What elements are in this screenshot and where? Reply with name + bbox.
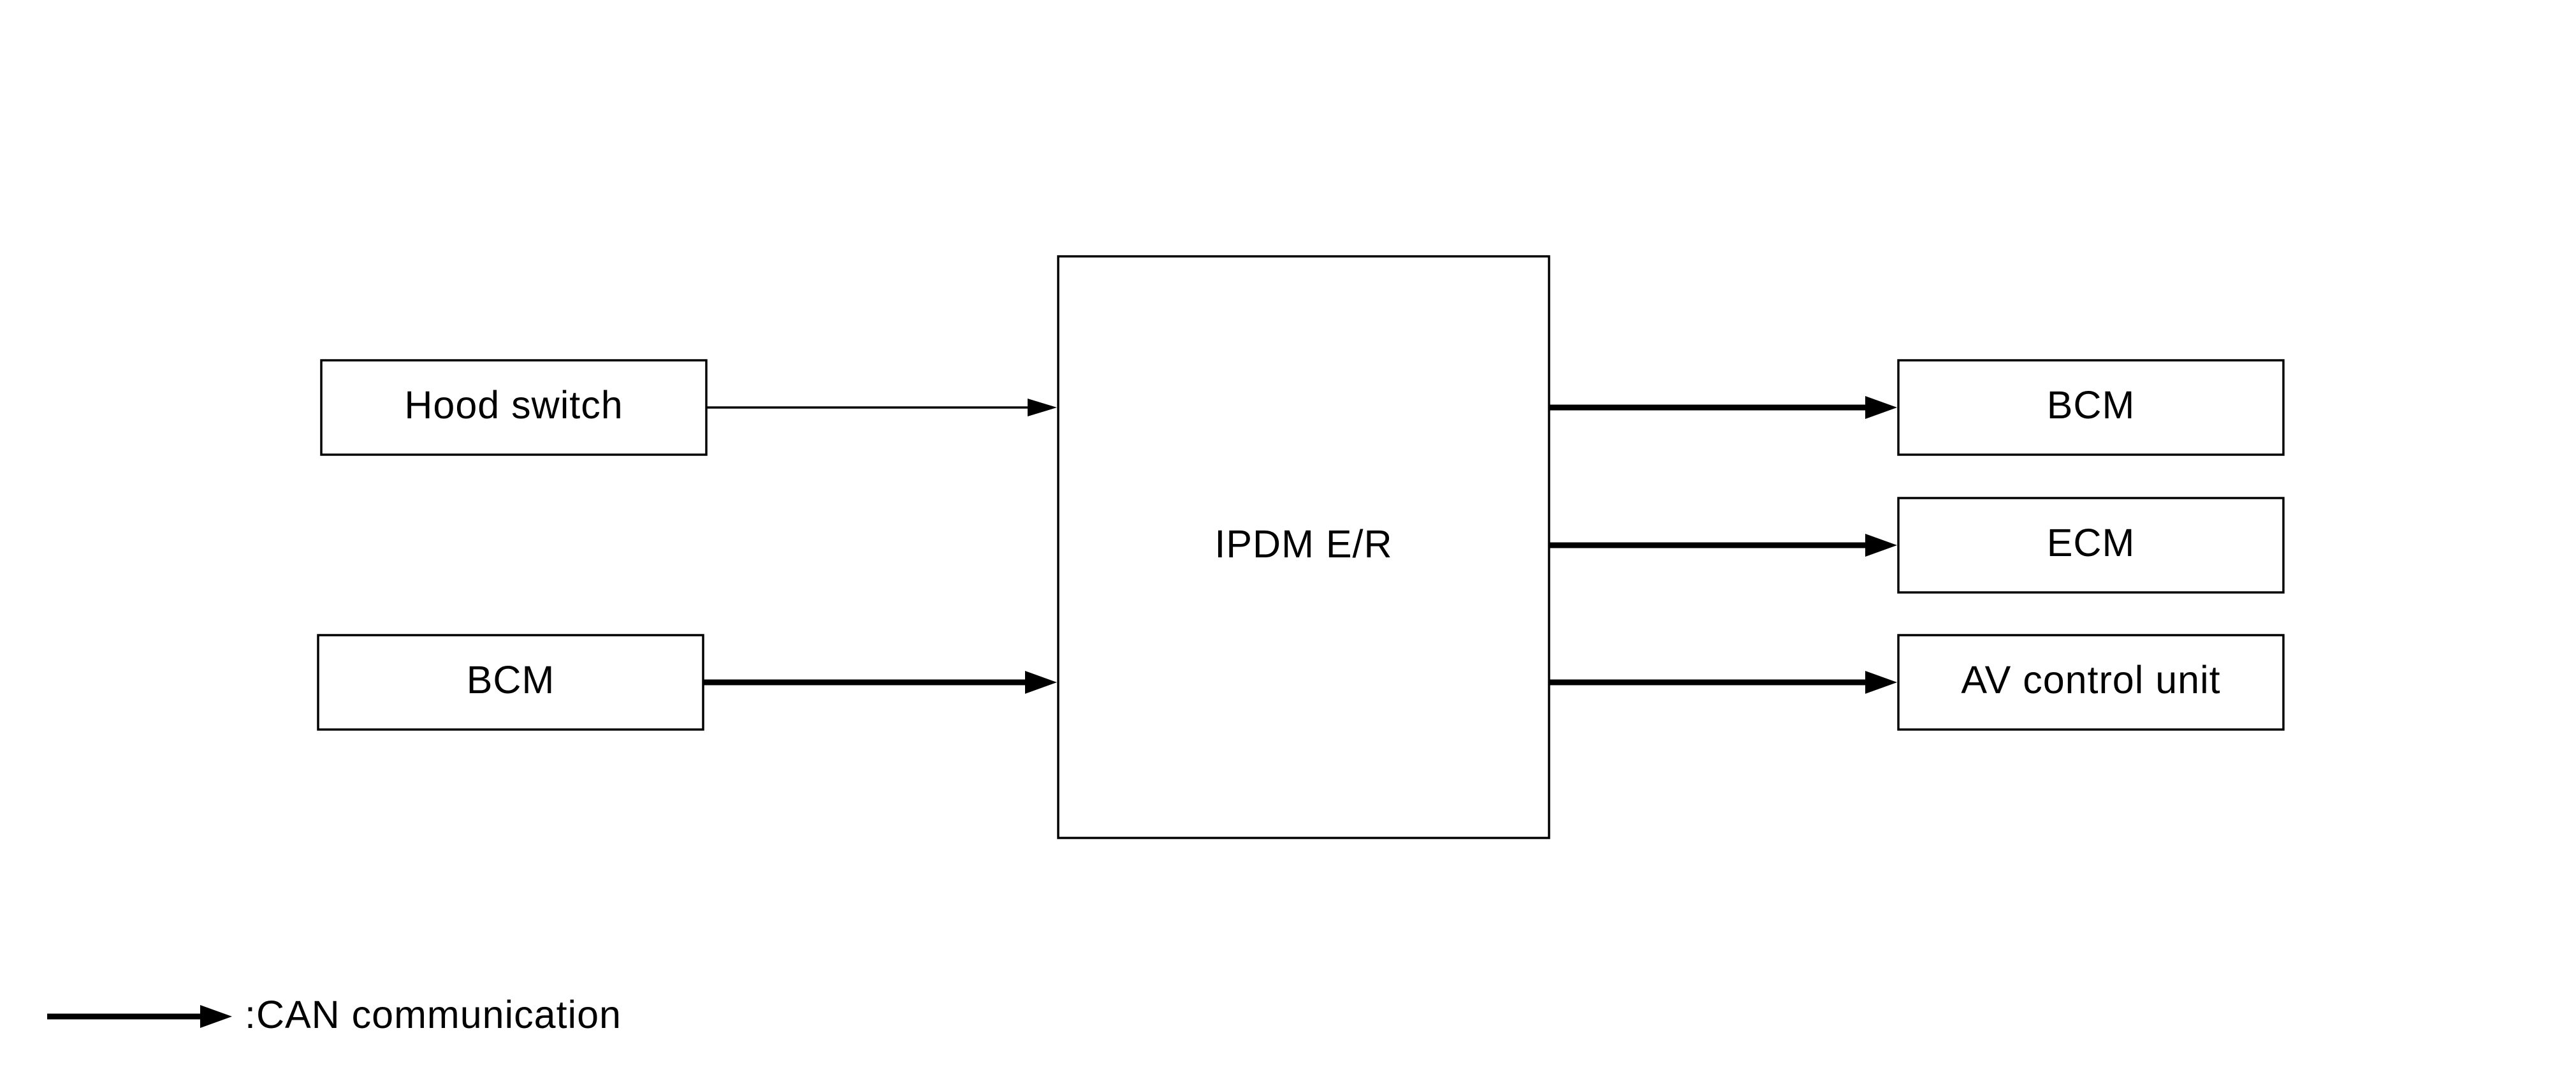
ipdm-to-av-can-arrow bbox=[1549, 671, 1897, 694]
bcm-input-label: BCM bbox=[467, 658, 555, 701]
hood-switch-label: Hood switch bbox=[404, 383, 623, 427]
legend-label: :CAN communication bbox=[245, 993, 622, 1036]
bcm-output-label: BCM bbox=[2047, 383, 2136, 427]
ipdm-er-label: IPDM E/R bbox=[1214, 522, 1392, 566]
av-control-unit-label: AV control unit bbox=[1961, 658, 2220, 701]
bcm-to-ipdm-can-arrow bbox=[703, 671, 1057, 694]
ipdm-to-bcm-can-arrow bbox=[1549, 396, 1897, 419]
hood-switch-block: Hood switch bbox=[320, 359, 708, 456]
legend: :CAN communication bbox=[47, 993, 622, 1036]
arrowhead-icon bbox=[200, 1005, 232, 1028]
arrowhead-icon bbox=[1865, 534, 1897, 557]
bcm-input-block: BCM bbox=[317, 634, 704, 731]
bcm-output-block: BCM bbox=[1897, 359, 2285, 456]
av-control-unit-block: AV control unit bbox=[1897, 634, 2285, 731]
ipdm-to-ecm-can-arrow bbox=[1549, 534, 1897, 557]
ecm-output-label: ECM bbox=[2047, 521, 2136, 564]
arrowhead-icon bbox=[1028, 399, 1057, 416]
ecm-output-block: ECM bbox=[1897, 497, 2285, 594]
arrowhead-icon bbox=[1865, 396, 1897, 419]
ipdm-er-block: IPDM E/R bbox=[1057, 255, 1550, 839]
arrowhead-icon bbox=[1025, 671, 1057, 694]
hood-switch-to-ipdm-arrow bbox=[706, 399, 1057, 416]
arrowhead-icon bbox=[1865, 671, 1897, 694]
